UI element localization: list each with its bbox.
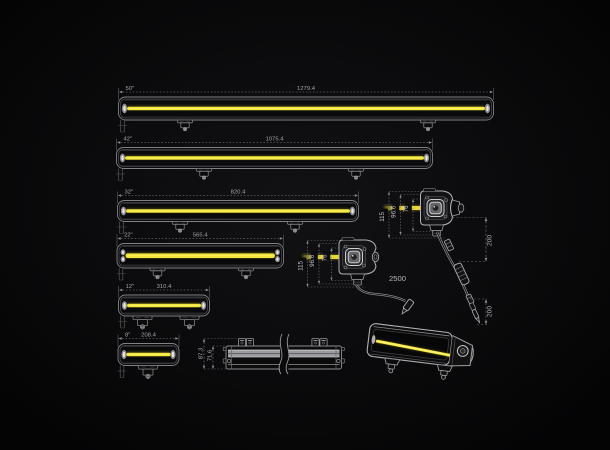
svg-text:87.3: 87.3 xyxy=(198,347,204,359)
svg-text:200: 200 xyxy=(486,306,493,318)
svg-text:2500: 2500 xyxy=(389,274,406,283)
svg-text:208.4: 208.4 xyxy=(141,332,156,338)
svg-text:22": 22" xyxy=(124,232,133,238)
svg-text:42": 42" xyxy=(124,136,133,142)
svg-text:76: 76 xyxy=(322,254,329,261)
svg-text:200: 200 xyxy=(486,235,493,247)
svg-text:96.6: 96.6 xyxy=(391,205,398,218)
svg-text:820.4: 820.4 xyxy=(231,189,246,195)
svg-text:50": 50" xyxy=(126,86,135,92)
svg-text:115: 115 xyxy=(379,211,386,221)
svg-text:1075.4: 1075.4 xyxy=(265,136,284,142)
svg-text:12": 12" xyxy=(126,284,135,290)
svg-text:565.4: 565.4 xyxy=(193,232,208,238)
svg-text:8": 8" xyxy=(125,332,130,338)
svg-text:115: 115 xyxy=(298,260,305,270)
svg-text:76: 76 xyxy=(403,205,410,212)
svg-text:96.6: 96.6 xyxy=(309,254,316,267)
svg-text:32": 32" xyxy=(125,189,134,195)
svg-text:310.4: 310.4 xyxy=(157,284,172,290)
svg-text:1279.4: 1279.4 xyxy=(297,86,316,92)
svg-text:71.6: 71.6 xyxy=(208,349,214,361)
